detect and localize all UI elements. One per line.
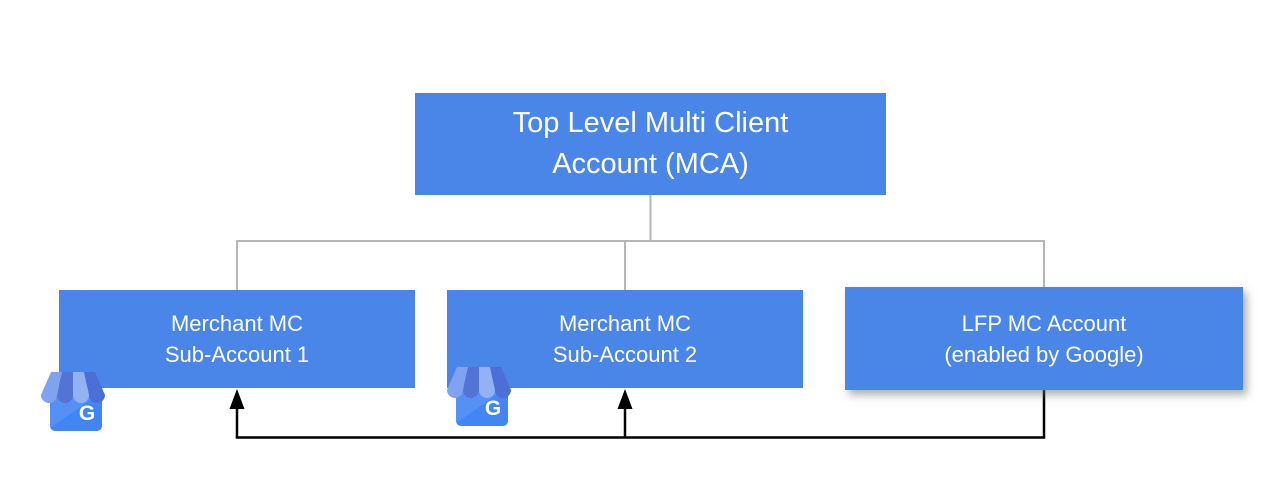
node-merchant-sub-account-1: Merchant MC Sub-Account 1 <box>59 290 415 388</box>
arrow-head-sub-account-2 <box>617 389 633 409</box>
node-label-line: Merchant MC <box>558 311 692 336</box>
storefront-body <box>456 389 508 426</box>
google-my-business-icon: G <box>41 372 105 431</box>
awning-stripe <box>447 367 468 398</box>
awning-stripe <box>490 367 511 398</box>
arrow-head-sub-account-1 <box>229 389 245 409</box>
node-label-line: Sub-Account 2 <box>552 342 698 367</box>
storefront-body-highlight <box>50 396 96 428</box>
storefront-body <box>50 394 102 431</box>
awning-stripe <box>84 372 105 403</box>
awning-stripe <box>41 372 62 403</box>
node-top-level-mca: Top Level Multi Client Account (MCA) <box>415 93 886 195</box>
awning-stripe <box>57 372 73 403</box>
google-g-letter: G <box>485 397 501 420</box>
tree-connectors <box>236 195 1045 291</box>
node-label-line: Account (MCA) <box>552 148 749 180</box>
google-my-business-icon: G <box>447 367 511 426</box>
awning-stripe <box>73 372 89 403</box>
node-label-line: LFP MC Account <box>961 310 1127 336</box>
node-lfp-mc-account: LFP MC Account (enabled by Google) <box>845 287 1243 390</box>
node-label-line: Merchant MC <box>170 311 304 336</box>
awning-stripe <box>463 367 479 398</box>
node-merchant-sub-account-2: Merchant MC Sub-Account 2 <box>447 290 803 388</box>
flow-arrows <box>229 389 1046 439</box>
google-g-letter: G <box>79 402 95 425</box>
awning-stripe <box>479 367 495 398</box>
node-label-line: (enabled by Google) <box>944 341 1144 367</box>
node-label-line: Top Level Multi Client <box>512 107 789 139</box>
node-label-line: Sub-Account 1 <box>164 342 310 367</box>
storefront-body-highlight <box>456 391 502 423</box>
